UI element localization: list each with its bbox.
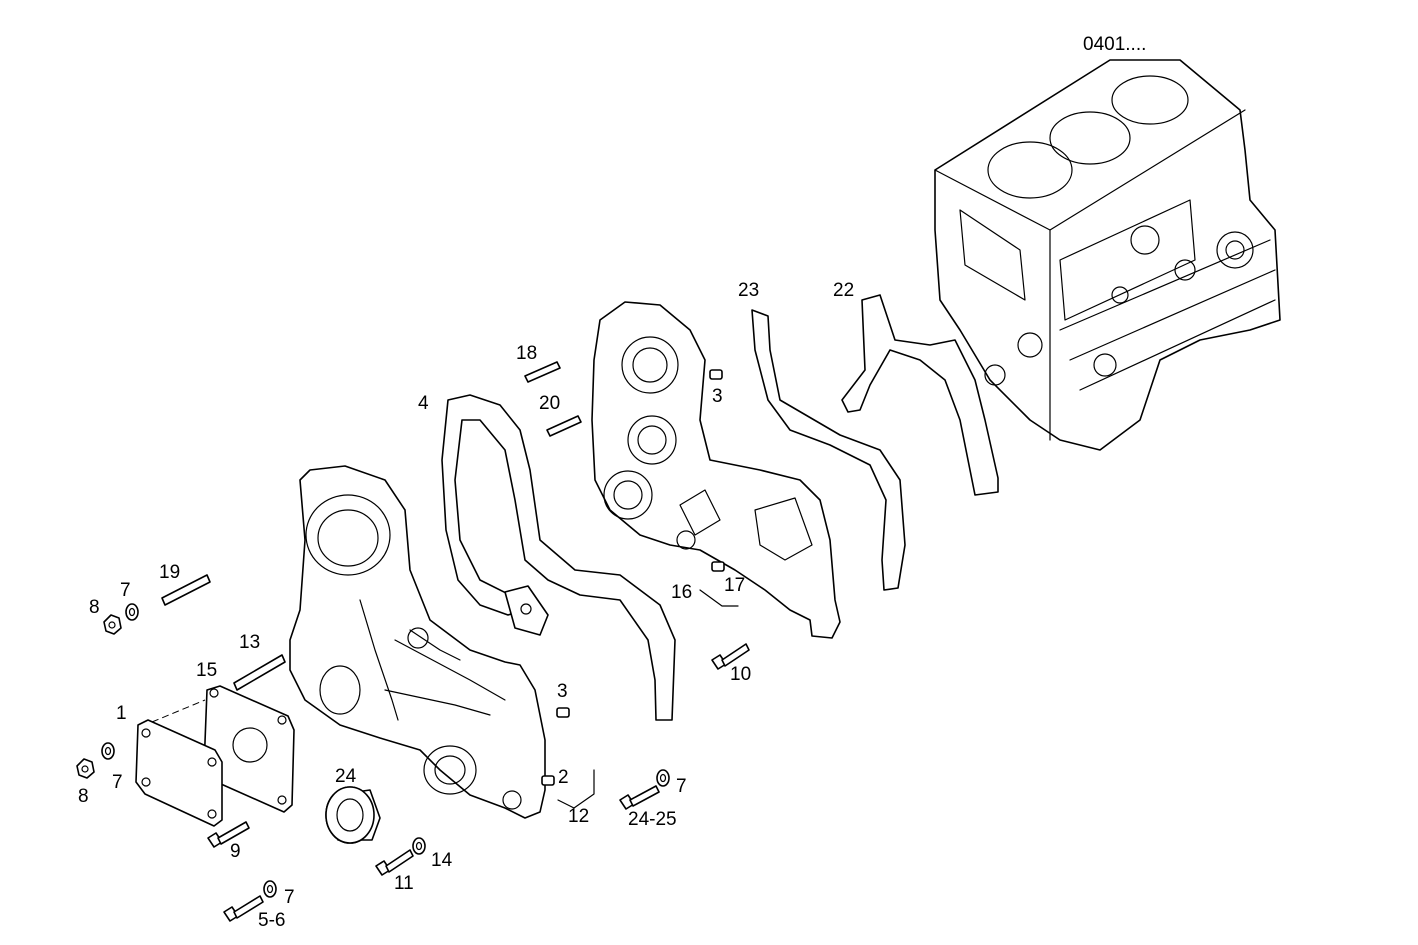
alignment-line xyxy=(151,699,206,723)
callout-23: 23 xyxy=(738,280,759,301)
callout-8-a: 8 xyxy=(89,597,100,618)
cover-plate-1 xyxy=(135,719,223,827)
fasteners xyxy=(76,361,750,922)
callout-7-d: 7 xyxy=(284,887,295,908)
callout-7-a: 7 xyxy=(120,580,131,601)
callout-9: 9 xyxy=(230,841,241,862)
callout-1: 1 xyxy=(116,703,127,724)
callout-7-b: 7 xyxy=(112,772,123,793)
gasket-22 xyxy=(841,294,999,496)
callout-18: 18 xyxy=(516,343,537,364)
callout-5-6: 5-6 xyxy=(258,910,285,931)
gasket-23 xyxy=(751,309,906,591)
callout-17: 17 xyxy=(724,575,745,596)
callout-20: 20 xyxy=(539,393,560,414)
callout-11: 11 xyxy=(394,873,414,894)
callout-7-c: 7 xyxy=(676,776,687,797)
callout-8-b: 8 xyxy=(78,786,89,807)
callout-labels: 0401.... 1 2 3 3 4 5-6 7 7 7 7 8 8 9 10 … xyxy=(78,34,1146,931)
callout-24: 24 xyxy=(335,766,357,787)
callout-2: 2 xyxy=(558,767,569,788)
callout-10: 10 xyxy=(730,664,751,685)
spacer-24 xyxy=(325,786,381,844)
callout-3-lower: 3 xyxy=(557,681,568,702)
plate xyxy=(504,585,549,636)
callout-13: 13 xyxy=(239,632,260,653)
timing-cover-16 xyxy=(591,301,841,639)
callout-16: 16 xyxy=(671,582,692,603)
callout-24-25: 24-25 xyxy=(628,809,677,830)
callout-4: 4 xyxy=(418,393,429,414)
front-housing-12 xyxy=(289,465,546,819)
leader-lines xyxy=(557,589,739,809)
engine-block xyxy=(934,59,1281,451)
callout-14: 14 xyxy=(431,850,453,871)
callout-3-upper: 3 xyxy=(712,386,723,407)
callout-reference: 0401.... xyxy=(1083,34,1146,55)
callout-19: 19 xyxy=(159,562,180,583)
callout-15: 15 xyxy=(196,660,217,681)
callout-12: 12 xyxy=(568,806,589,827)
callout-22: 22 xyxy=(833,280,854,301)
